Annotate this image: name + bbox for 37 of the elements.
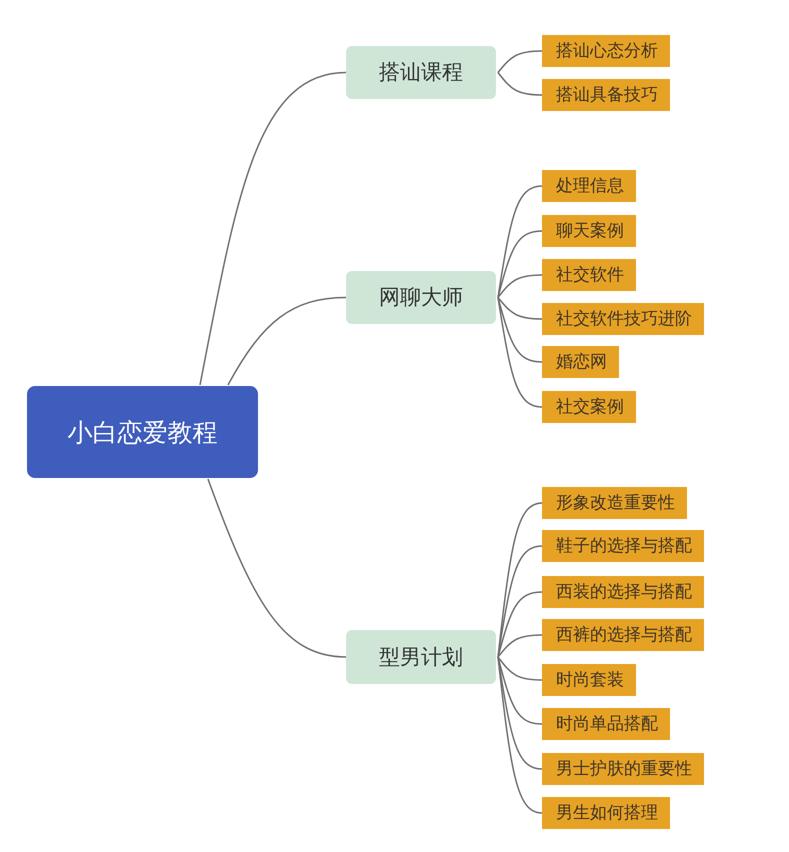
subtopic-box: 男士护肤的重要性 bbox=[542, 753, 704, 785]
connector-line bbox=[497, 72, 542, 96]
subtopic-box: 处理信息 bbox=[542, 170, 636, 202]
connector-line bbox=[497, 656, 542, 725]
subtopic-box: 鞋子的选择与搭配 bbox=[542, 530, 704, 562]
subtopic-box: 形象改造重要性 bbox=[542, 487, 687, 519]
subtopic-box: 搭讪心态分析 bbox=[542, 35, 670, 67]
connector-line bbox=[497, 297, 542, 320]
subtopic-box: 男生如何搭理 bbox=[542, 797, 670, 829]
subtopic-box: 社交软件 bbox=[542, 259, 636, 291]
connector-line bbox=[497, 297, 542, 408]
connector-line bbox=[497, 230, 542, 298]
connector-line bbox=[497, 656, 542, 681]
connector-line bbox=[497, 274, 542, 298]
connector-line bbox=[199, 72, 346, 386]
subtopic-box: 婚恋网 bbox=[542, 346, 619, 378]
topic-box: 网聊大师 bbox=[346, 271, 496, 324]
subtopic-box: 搭讪具备技巧 bbox=[542, 79, 670, 111]
connector-line bbox=[497, 545, 542, 658]
connector-line bbox=[497, 591, 542, 658]
subtopic-box: 西装的选择与搭配 bbox=[542, 576, 704, 608]
root-topic-box: 小白恋爱教程 bbox=[27, 386, 258, 478]
subtopic-box: 时尚单品搭配 bbox=[542, 708, 670, 740]
connector-line bbox=[497, 297, 542, 363]
connector-line bbox=[207, 478, 346, 658]
subtopic-box: 社交软件技巧进阶 bbox=[542, 303, 704, 335]
connector-line bbox=[227, 296, 346, 386]
connector-line bbox=[497, 185, 542, 298]
subtopic-box: 社交案例 bbox=[542, 391, 636, 423]
connector-line bbox=[497, 50, 542, 73]
topic-box: 搭讪课程 bbox=[346, 46, 496, 99]
subtopic-box: 聊天案例 bbox=[542, 215, 636, 247]
subtopic-box: 西裤的选择与搭配 bbox=[542, 619, 704, 651]
connector-line bbox=[497, 656, 542, 814]
topic-box: 型男计划 bbox=[346, 630, 496, 684]
subtopic-box: 时尚套装 bbox=[542, 664, 636, 696]
connector-line bbox=[497, 634, 542, 658]
